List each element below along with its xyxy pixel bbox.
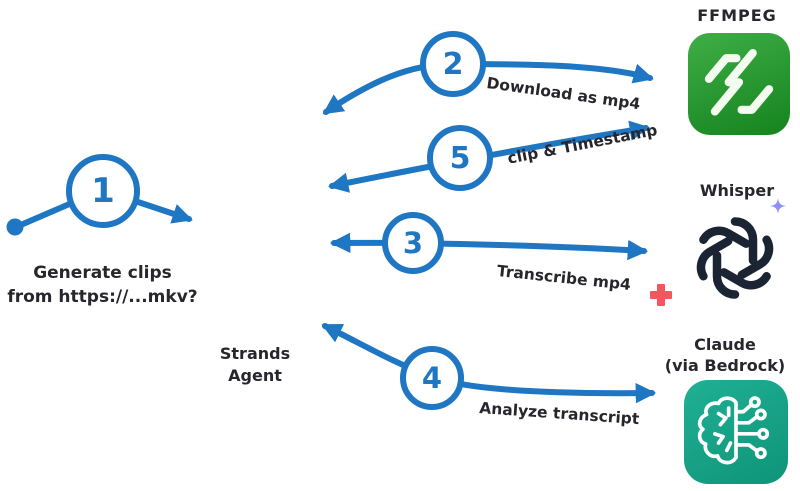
step-number-5: 5 — [449, 140, 471, 176]
whisper-label: Whisper — [699, 181, 775, 200]
arrow-step4 — [321, 323, 657, 404]
strands-agent-line1: Strands — [219, 344, 291, 363]
arrow-step3 — [329, 232, 649, 261]
openai-glyph — [696, 217, 774, 299]
claude-label: Claude (via Bedrock) — [650, 334, 800, 376]
strands-agent-label: Strands Agent — [203, 343, 307, 387]
step-number-1: 1 — [91, 171, 115, 211]
step-circle-4: 4 — [400, 346, 464, 410]
ffmpeg-glyph — [704, 48, 774, 116]
brain-circuit-glyph — [697, 396, 770, 465]
step-number-3: 3 — [402, 226, 424, 260]
step1-caption-line1: Generate clips — [33, 263, 172, 283]
ffmpeg-zigzag-icon — [688, 33, 790, 135]
ffmpeg-label: FFMPEG — [697, 6, 777, 25]
step-circle-5: 5 — [427, 125, 493, 191]
openai-logo-icon — [685, 208, 785, 308]
plus-icon — [650, 284, 672, 306]
step-number-2: 2 — [442, 46, 464, 82]
strands-agent-line2: Agent — [228, 366, 282, 385]
step1-caption-line2: from https://...mkv? — [7, 287, 198, 307]
claude-label-line1: Claude — [694, 335, 756, 354]
claude-label-line2: (via Bedrock) — [664, 356, 786, 375]
step-circle-1: 1 — [66, 154, 140, 228]
sparkle-icon — [770, 198, 786, 214]
brain-circuit-icon — [684, 380, 788, 484]
step1-caption: Generate clips from https://...mkv? — [5, 261, 200, 309]
step-circle-2: 2 — [420, 31, 486, 97]
step-number-4: 4 — [421, 361, 443, 395]
step-circle-3: 3 — [382, 212, 444, 274]
